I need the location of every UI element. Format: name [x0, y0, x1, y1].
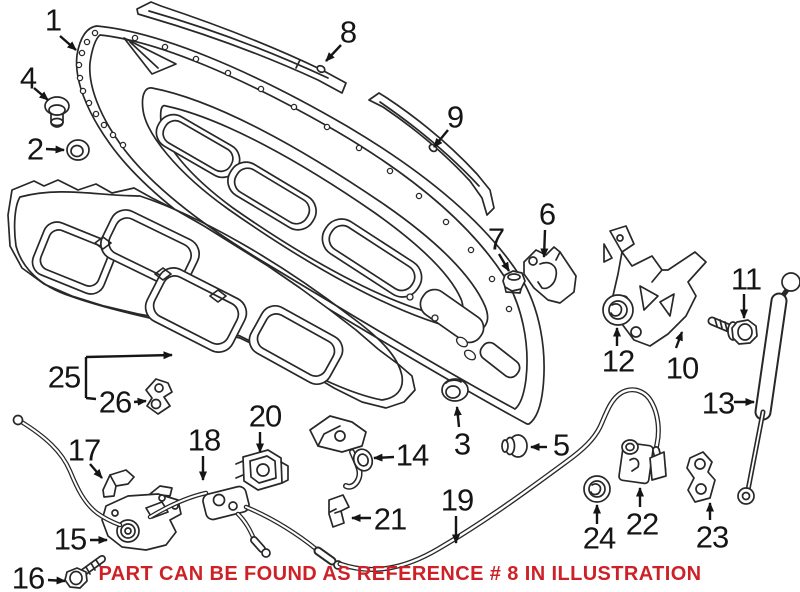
reference-note: PART CAN BE FOUND AS REFERENCE # 8 IN IL… — [98, 563, 702, 585]
bracket-20-drawing — [236, 450, 288, 490]
gas-strut-drawing — [738, 273, 800, 504]
part-callout-19: 19 — [440, 482, 474, 518]
part-callout-10: 10 — [665, 350, 699, 386]
part-callout-11: 11 — [730, 261, 762, 297]
part-callout-17: 17 — [67, 432, 101, 468]
connector-22-drawing — [619, 440, 666, 484]
part-callout-21: 21 — [373, 501, 407, 537]
bolt-11-drawing — [712, 319, 757, 344]
hood-panel-drawing — [76, 26, 544, 424]
hinge-left-drawing — [310, 416, 375, 487]
grommet-3-drawing — [442, 379, 468, 401]
insulation-pad-drawing — [8, 180, 415, 408]
grommet-12-drawing — [603, 295, 633, 325]
grommet-2-drawing — [67, 140, 89, 160]
part-callout-23: 23 — [695, 519, 729, 555]
part-callout-22: 22 — [625, 506, 659, 542]
part-callout-24: 24 — [582, 520, 616, 556]
part-callout-18: 18 — [187, 422, 221, 458]
clip-26-drawing — [146, 379, 172, 414]
part-callout-6: 6 — [538, 196, 556, 232]
part-callout-26: 26 — [98, 384, 132, 420]
part-callout-14: 14 — [395, 437, 429, 473]
part-callout-15: 15 — [53, 521, 87, 557]
hood-latch-drawing — [102, 486, 181, 550]
part-callout-16: 16 — [11, 560, 45, 592]
part-callout-1: 1 — [44, 2, 62, 38]
grommet-24-drawing — [584, 476, 610, 502]
part-callout-5: 5 — [552, 427, 570, 463]
part-callout-13: 13 — [701, 385, 735, 421]
part-callout-2: 2 — [26, 131, 44, 167]
part-callout-20: 20 — [248, 398, 282, 434]
bracket-23-drawing — [687, 452, 715, 502]
plug-4-drawing — [45, 97, 69, 127]
hood-seal-strip-front — [137, 2, 346, 93]
part-callout-9: 9 — [446, 99, 464, 135]
clip-21-drawing — [329, 495, 349, 527]
part-callout-3: 3 — [453, 426, 471, 462]
plug-5-drawing — [502, 435, 527, 457]
part-callout-7: 7 — [487, 221, 505, 257]
part-callout-8: 8 — [339, 14, 357, 50]
clip-17-drawing — [103, 470, 134, 497]
release-cable-rear-drawing — [14, 416, 343, 570]
nut-7-drawing — [503, 271, 525, 293]
bolt-16-drawing — [65, 559, 102, 588]
part-callout-25: 25 — [47, 359, 81, 395]
part-callout-12: 12 — [601, 343, 635, 379]
part-callout-4: 4 — [19, 60, 37, 96]
